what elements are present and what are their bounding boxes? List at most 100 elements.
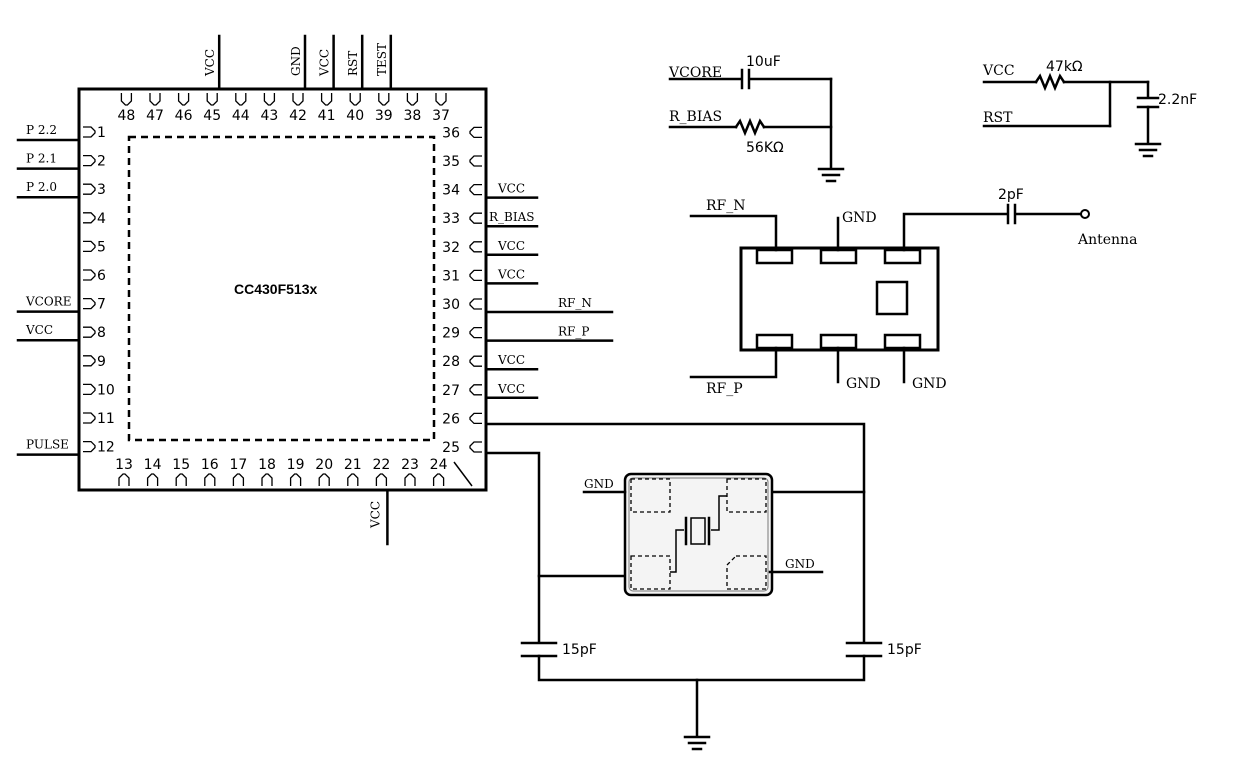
pin-net-label: VCC xyxy=(203,49,217,77)
pin-pad xyxy=(406,93,419,106)
left-pin-5: 5 xyxy=(83,239,106,255)
right-pin-26: 26 xyxy=(442,411,482,427)
balun-package xyxy=(739,246,940,352)
vcore-rbias-circuit: VCORE 10uF R_BIAS 56KΩ xyxy=(668,54,845,183)
bottom-pin-14: 14 xyxy=(144,457,162,486)
pin-net-label: RF_P xyxy=(558,325,589,339)
rst-pullup-resistor xyxy=(1034,72,1066,92)
pin-number: 9 xyxy=(97,354,106,370)
antenna-cap-value: 2pF xyxy=(998,187,1024,203)
right-pin-35: 35 xyxy=(442,154,482,170)
pin-number: 44 xyxy=(232,108,250,124)
bottom-pin-13: 13 xyxy=(115,457,133,486)
left-pin-10: 10 xyxy=(83,382,115,398)
pin-pad xyxy=(120,93,133,106)
pin-pad xyxy=(435,93,447,106)
bottom-pin-24: 24 xyxy=(430,457,448,486)
left-pin-group: 1P 2.22P 2.13P 2.04567VCORE8VCC9101112PU… xyxy=(16,123,115,456)
crystal-pad-bottom-left xyxy=(630,555,671,590)
pin-number: 20 xyxy=(315,457,333,473)
pin-pad xyxy=(175,473,187,486)
left-pin-11: 11 xyxy=(83,411,115,427)
pin-pad xyxy=(349,93,361,106)
pin-number: 28 xyxy=(442,354,460,370)
pin-number: 19 xyxy=(287,457,305,473)
pin-pad xyxy=(469,155,482,167)
pin-pad xyxy=(83,383,96,396)
pin-number: 8 xyxy=(97,325,106,341)
right-pin-36: 36 xyxy=(442,125,482,141)
pin-net-label: RF_N xyxy=(558,296,592,310)
top-pin-37: 37 xyxy=(432,93,450,124)
pin-net-label: VCC xyxy=(497,353,525,367)
bottom-pin-17: 17 xyxy=(229,457,247,486)
pin-number: 36 xyxy=(442,125,460,141)
pin-number: 12 xyxy=(97,440,115,456)
pin-number: 5 xyxy=(97,239,106,255)
pin-number: 18 xyxy=(258,457,276,473)
pin-pad xyxy=(177,93,190,106)
pin-pad xyxy=(204,473,216,486)
pin-net-label: VCC xyxy=(368,501,382,529)
pin-pad xyxy=(232,473,245,486)
pin-pad xyxy=(347,473,359,486)
pin-pad xyxy=(469,212,482,224)
pin-pad xyxy=(404,473,416,486)
pin-net-label: VCC xyxy=(318,49,332,77)
pin-number: 41 xyxy=(318,108,336,124)
pin-number: 34 xyxy=(442,183,460,199)
bottom-pin-19: 19 xyxy=(287,457,305,486)
balun-rf-n-label: RF_N xyxy=(706,198,746,214)
pin-number: 23 xyxy=(401,457,419,473)
pin-number: 11 xyxy=(97,411,115,427)
crystal-body xyxy=(690,517,706,545)
balun-gnd-bottom-2-label: GND xyxy=(912,376,947,392)
pin-pad xyxy=(83,212,96,224)
balun-pad-top-3 xyxy=(883,248,922,265)
pin-pad xyxy=(149,93,161,106)
pin-net-label: R_BIAS xyxy=(489,210,534,224)
pin-pad xyxy=(469,326,482,339)
pin-pad xyxy=(83,240,96,253)
pin-number: 29 xyxy=(442,326,460,342)
rst-net-label: RST xyxy=(983,110,1013,126)
ground-symbol-vcore xyxy=(817,167,845,183)
balun-gnd-top-label: GND xyxy=(842,210,877,226)
rbias-res-value: 56KΩ xyxy=(746,140,784,156)
rst-cap-value: 2.2nF xyxy=(1158,92,1197,108)
left-pin-4: 4 xyxy=(83,211,106,227)
rst-vcc-label: VCC xyxy=(982,63,1015,79)
pin-pad xyxy=(83,183,96,195)
pin-number: 2 xyxy=(97,154,106,170)
pin-number: 38 xyxy=(403,108,421,124)
pin-number: 32 xyxy=(442,240,460,256)
pin-number: 6 xyxy=(97,268,106,284)
pin-pad xyxy=(469,183,482,196)
bottom-pin-20: 20 xyxy=(315,457,333,486)
pin-pad xyxy=(83,154,96,167)
balun-pad-top-1 xyxy=(755,248,794,265)
bottom-pin-21: 21 xyxy=(344,457,362,486)
top-pin-44: 44 xyxy=(232,93,250,124)
pin-pad xyxy=(261,473,273,486)
bottom-pin-23: 23 xyxy=(401,457,419,486)
pin-net-label: RST xyxy=(346,51,360,76)
pin-pad xyxy=(469,241,482,253)
pin-number: 13 xyxy=(115,457,133,473)
balun-pad-bottom-3 xyxy=(883,333,922,350)
pin-pad xyxy=(83,355,96,367)
pin-pad xyxy=(469,298,482,310)
pin-number: 26 xyxy=(442,411,460,427)
pin-number: 33 xyxy=(442,211,460,227)
pin-net-label: GND xyxy=(289,46,303,76)
left-pin-9: 9 xyxy=(83,354,106,370)
pin-pad xyxy=(206,93,218,106)
pin-number: 7 xyxy=(97,297,106,313)
